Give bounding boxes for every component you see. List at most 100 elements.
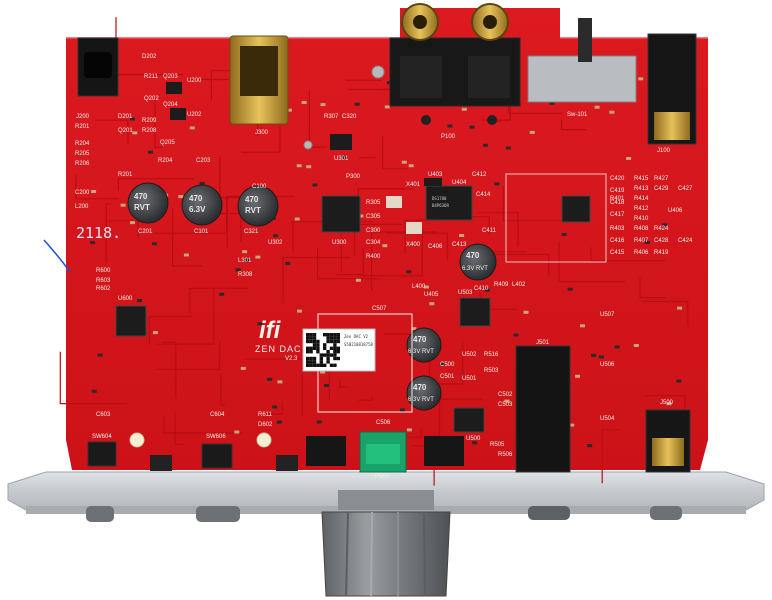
label-u507: U507 [600, 312, 615, 318]
ifi-logo: ifi [259, 317, 282, 344]
label-r204-b: R204 [158, 158, 173, 164]
led-left [129, 432, 145, 448]
blue-wire [43, 239, 71, 273]
smd-component [469, 125, 475, 129]
label-c503: C503 [498, 402, 513, 408]
qr-module [309, 339, 313, 344]
volume-knob[interactable] [321, 511, 451, 597]
crystal-x401 [386, 196, 402, 208]
qr-module [329, 353, 334, 357]
label-q201: Q201 [118, 128, 133, 134]
label-r409: R409 [494, 282, 509, 288]
cap-label: C101 [194, 229, 209, 235]
cap-value: 6.3V RVT [408, 397, 434, 403]
qr-module [336, 350, 340, 354]
led-right [256, 432, 272, 448]
u406-outline [505, 173, 607, 263]
smd-component [609, 110, 615, 114]
qr-module [312, 360, 317, 364]
qr-module [333, 350, 337, 354]
capacitor-c201: 470 RVT C201 [127, 182, 169, 235]
smd-component [567, 287, 573, 291]
switch-sw604[interactable] [87, 441, 117, 467]
pcb-trace [148, 315, 193, 346]
label-c428: C428 [654, 238, 669, 244]
u404-marking: DS1780 [432, 196, 447, 201]
smd-component [662, 223, 668, 227]
label-c427: C427 [678, 186, 693, 192]
smd-component [384, 105, 390, 109]
qr-module [323, 343, 327, 347]
mount-hole [371, 65, 385, 79]
smd-component [459, 234, 465, 237]
smd-component [178, 195, 184, 199]
smd-component [644, 241, 650, 244]
label-p500: P500 [375, 474, 390, 480]
label-u503: U503 [458, 290, 473, 296]
chip-u403 [424, 178, 442, 186]
label-u506: U506 [600, 362, 615, 368]
panel-foot-mid-right [528, 506, 570, 520]
label-c203: C203 [196, 158, 211, 164]
smd-component [626, 157, 632, 160]
pcb-trace [161, 341, 177, 399]
qr-module [309, 346, 313, 350]
label-r206: R206 [75, 161, 90, 167]
smd-component [152, 331, 158, 335]
pcb-trace [154, 98, 163, 148]
label-r403: R403 [610, 226, 625, 232]
label-r201-b: R201 [118, 172, 133, 178]
smd-component [411, 327, 417, 331]
label-c429: C429 [654, 186, 669, 192]
sticker-serial: S50210818758 [344, 342, 373, 347]
smd-component [423, 285, 429, 289]
label-d202: D202 [142, 54, 157, 60]
qr-module [306, 350, 310, 354]
slide-switch-knob[interactable] [578, 18, 592, 62]
pcb-trace [156, 341, 221, 370]
smd-component [638, 77, 644, 81]
pcb-trace [358, 396, 373, 401]
smd-component [120, 203, 126, 207]
smd-component [272, 405, 278, 409]
smd-component [286, 108, 292, 112]
qr-module [309, 356, 313, 361]
qr-module [316, 346, 320, 350]
label-c603: C603 [96, 412, 111, 418]
pcb-trace [75, 174, 120, 200]
label-r505: R505 [490, 442, 505, 448]
label-x400: X400 [406, 242, 421, 248]
smd-component [575, 374, 580, 378]
label-c419: C419 [610, 188, 625, 194]
smd-component [267, 377, 273, 381]
capacitor-c501: 470 6.3V RVT C501 [406, 374, 455, 411]
smd-component [324, 383, 330, 387]
label-u301: U301 [334, 156, 349, 162]
label-c424: C424 [678, 238, 693, 244]
green-connector-inner [366, 444, 400, 464]
smd-component [129, 117, 135, 121]
capacitor-c410: 470 6.3V RVT C410 [459, 243, 497, 292]
qr-module [326, 336, 330, 340]
qr-module [326, 360, 330, 364]
smd-component [273, 234, 279, 238]
label-c415: C415 [610, 250, 625, 256]
qr-module [312, 356, 317, 361]
qr-module [326, 353, 330, 357]
switch-sw606[interactable] [201, 443, 233, 469]
smd-component [277, 380, 283, 384]
label-r400: R400 [366, 254, 381, 260]
chip-u300 [321, 195, 361, 233]
label-c416: C416 [610, 238, 625, 244]
pcb-trace [59, 351, 128, 405]
chip-u500 [453, 407, 485, 433]
label-l301: L301 [238, 258, 252, 264]
mount-hole [303, 140, 313, 150]
chip-u600 [115, 305, 147, 337]
product-name: ZEN DAC [255, 344, 302, 354]
label-c420: C420 [610, 176, 625, 182]
pcb-trace [317, 248, 380, 280]
cap-value: 6.3V RVT [462, 266, 488, 272]
